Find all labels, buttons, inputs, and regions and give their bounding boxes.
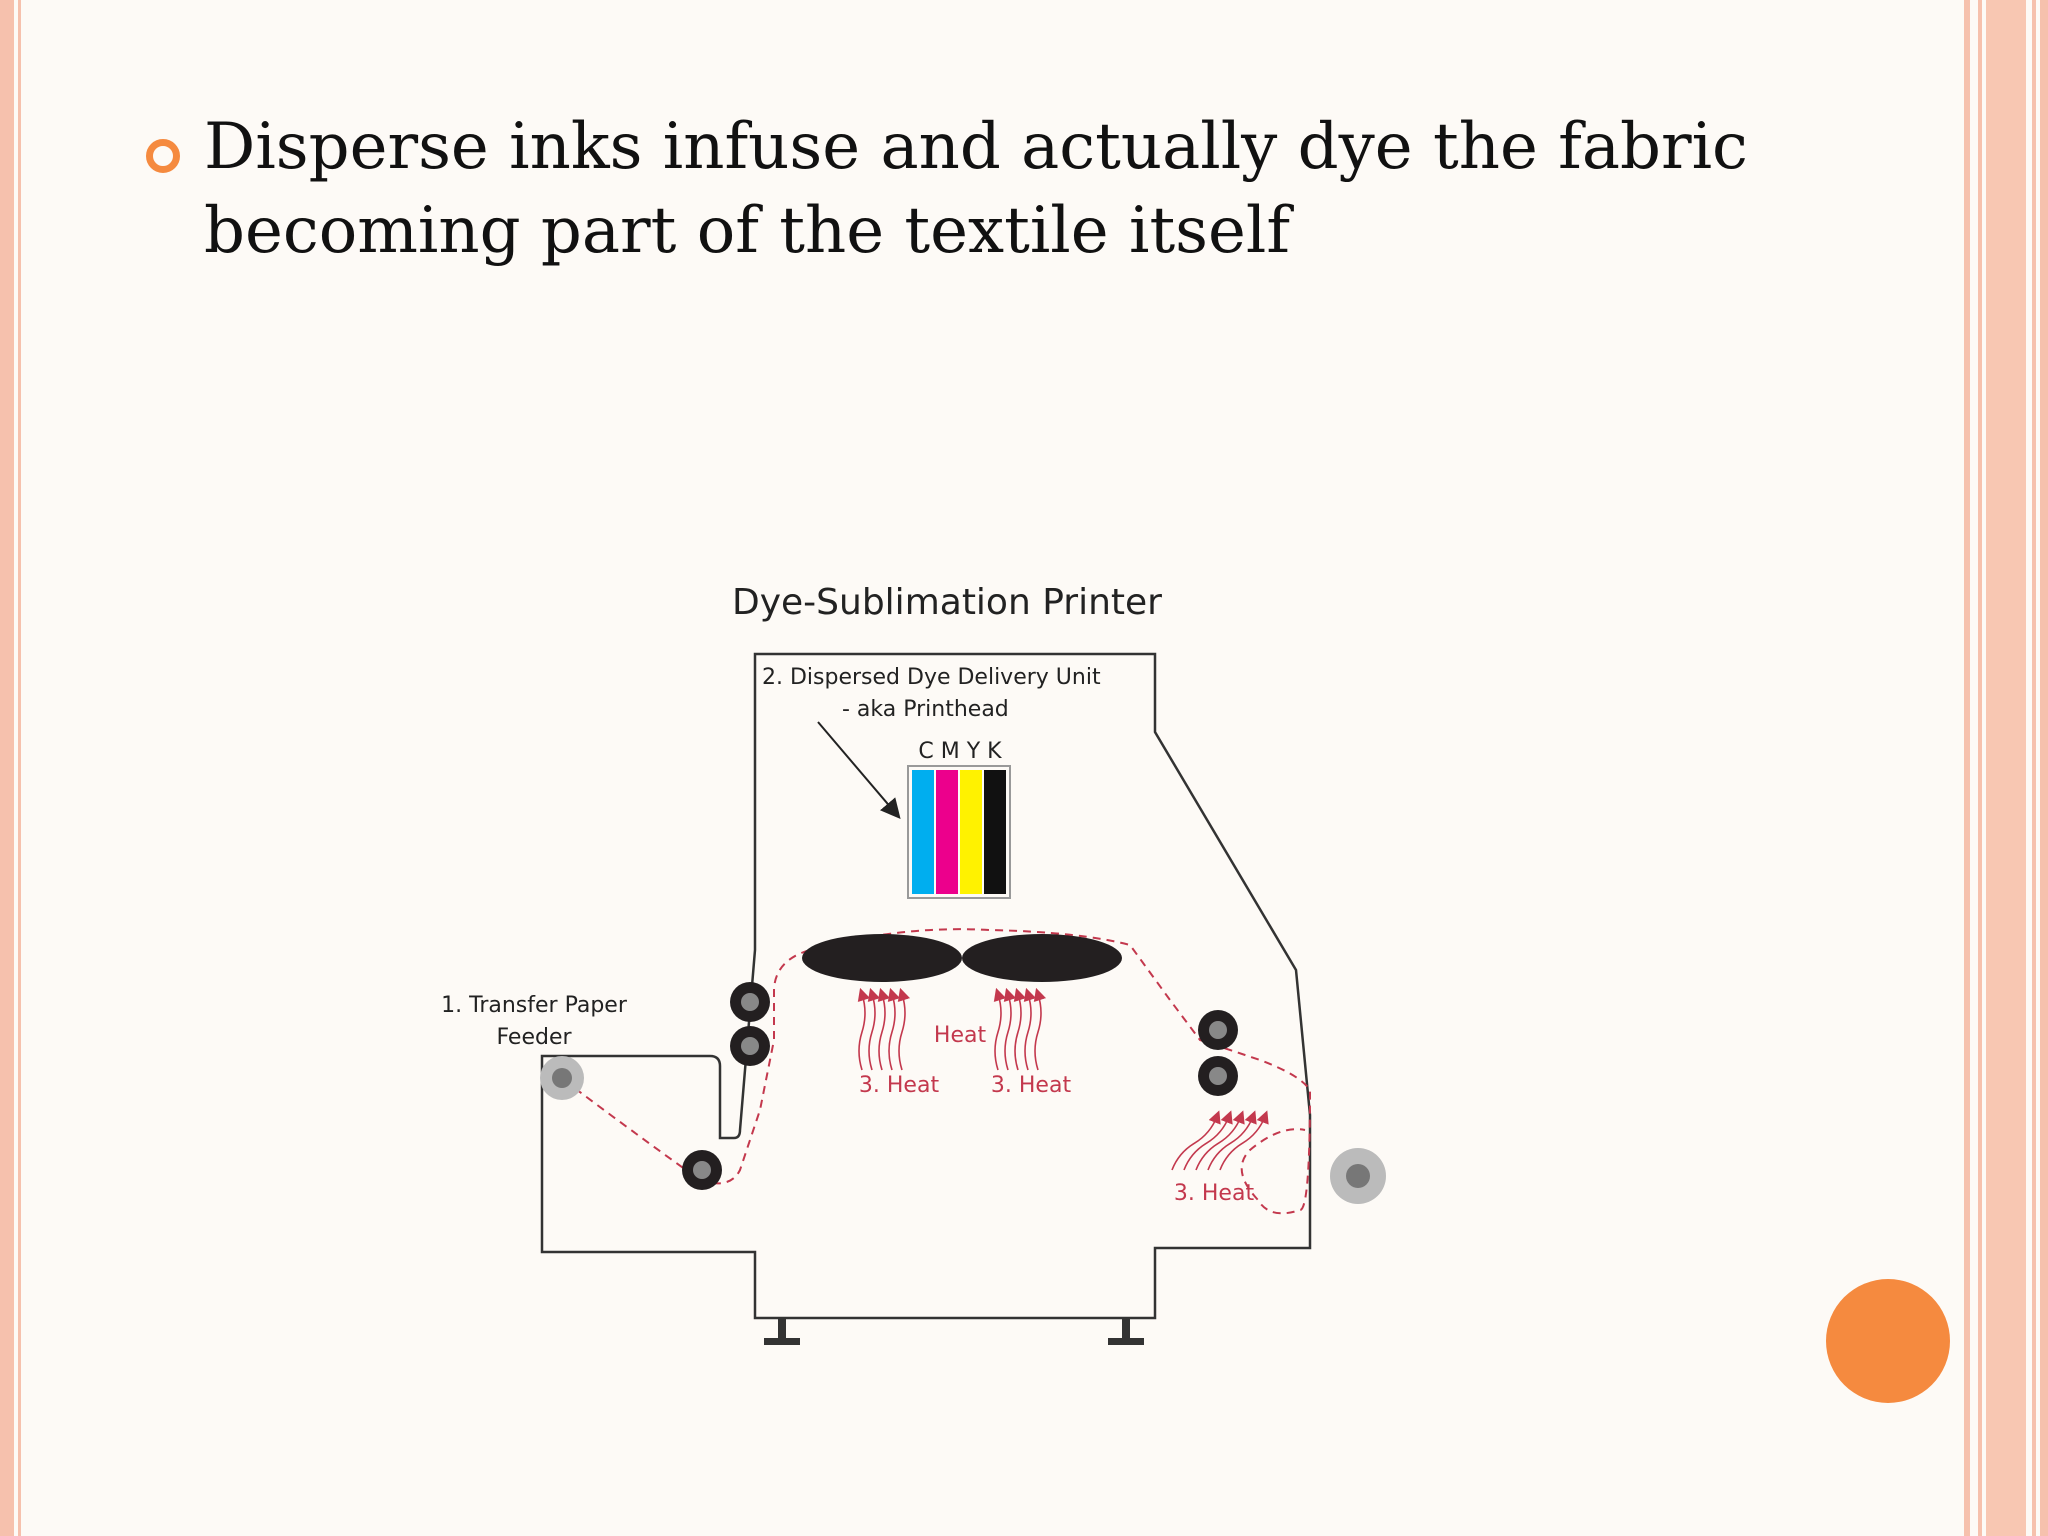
roller-pair-right: [1198, 1010, 1238, 1096]
heat-label-right: 3. Heat: [991, 1073, 1072, 1098]
decorative-orange-circle: [1826, 1279, 1950, 1403]
printer-feet: [764, 1318, 1144, 1345]
magenta-ink-column: [936, 770, 958, 894]
left-border-decoration: [0, 0, 21, 1536]
heat-wave-arrow: [1033, 987, 1047, 1071]
cyan-ink-column: [912, 770, 934, 894]
heat-label-left: 3. Heat: [859, 1073, 940, 1098]
dye-sublimation-printer-diagram: Dye-Sublimation Printer 2. Dispersed Dye…: [441, 582, 1386, 1345]
heat-wave-arrow: [1171, 1110, 1221, 1171]
heat-label-exit: 3. Heat: [1174, 1181, 1255, 1206]
heat-wave-arrow: [897, 987, 911, 1071]
printhead-label-line2: - aka Printhead: [842, 697, 1009, 722]
cmyk-label: C M Y K: [918, 739, 1002, 764]
printhead-label-line1: 2. Dispersed Dye Delivery Unit: [762, 665, 1101, 690]
heat-label-center: Heat: [934, 1023, 987, 1048]
paper-path: [563, 928, 1312, 1215]
feeder-roll: [540, 1056, 584, 1100]
feeder-label-line1: 1. Transfer Paper: [441, 993, 628, 1018]
right-border-decoration: [1964, 0, 2048, 1536]
heat-waves-left: [857, 987, 911, 1071]
yellow-ink-column: [960, 770, 982, 894]
roller-lower: [682, 1150, 722, 1190]
heated-drum-right: [962, 934, 1122, 982]
printhead-frame: [907, 765, 1011, 899]
heated-drum-left: [802, 934, 962, 982]
black-ink-column: [984, 770, 1006, 894]
bullet-ring-icon: [146, 139, 180, 173]
printhead-ink-columns: [912, 770, 1006, 894]
feeder-label-line2: Feeder: [496, 1025, 572, 1050]
heat-wave-arrow: [1219, 1110, 1269, 1171]
heat-wave-arrow: [867, 987, 881, 1071]
heat-wave-arrow: [877, 987, 891, 1071]
printhead-pointer-arrow: [817, 721, 901, 820]
bullet-text: Disperse inks infuse and actually dye th…: [204, 110, 1748, 268]
heat-wave-arrow: [1013, 987, 1027, 1071]
takeup-roll: [1330, 1148, 1386, 1204]
heat-waves-exit: [1171, 1110, 1269, 1171]
printer-body-outline: [540, 652, 1312, 1320]
roller-pair-left: [730, 982, 770, 1066]
heat-wave-arrow: [1003, 987, 1017, 1071]
heat-waves-right: [993, 987, 1047, 1071]
diagram-title: Dye-Sublimation Printer: [732, 582, 1162, 623]
heat-wave-arrow: [1183, 1110, 1233, 1171]
heat-wave-arrow: [1023, 987, 1037, 1071]
heat-wave-arrow: [1195, 1110, 1245, 1171]
heat-wave-arrow: [1207, 1110, 1257, 1171]
heat-wave-arrow: [887, 987, 901, 1071]
heat-wave-arrow: [857, 987, 871, 1071]
heat-wave-arrow: [993, 987, 1007, 1071]
